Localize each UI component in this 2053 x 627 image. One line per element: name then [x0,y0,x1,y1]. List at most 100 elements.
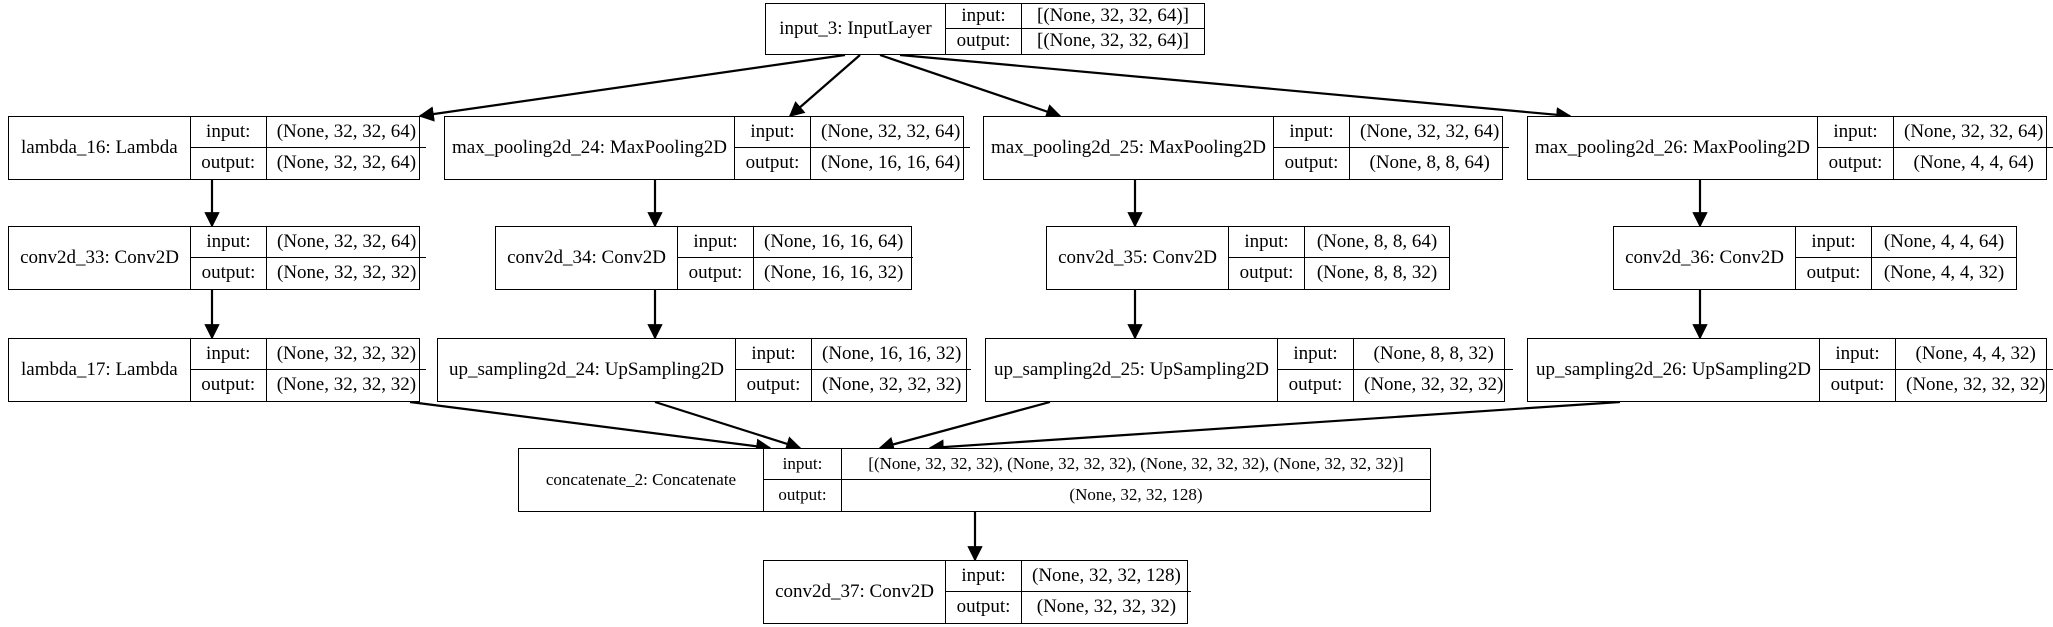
output-label: output: [191,370,267,401]
input-label: input: [191,339,267,369]
node-conv2d_37-input-shape: (None, 32, 32, 128) [1032,564,1181,586]
node-lambda_16[interactable]: lambda_16: Lambda input: (None, 32, 32, … [8,116,427,180]
node-lambda_16-title: lambda_16: Lambda [9,117,191,179]
node-up_sampling2d_24-title: up_sampling2d_24: UpSampling2D [438,339,736,401]
node-conv2d_34-io: input: (None, 16, 16, 64) output: (None,… [678,227,914,289]
input-label: input: [1274,117,1350,147]
node-concatenate_2[interactable]: concatenate_2: Concatenate input: [(None… [518,448,1431,512]
node-conv2d_37-output-shape: (None, 32, 32, 32) [1036,596,1177,618]
node-up_sampling2d_26-title: up_sampling2d_26: UpSampling2D [1528,339,1820,401]
node-up_sampling2d_24-output-shape: (None, 32, 32, 32) [822,374,962,396]
edge-input_3-max_pooling2d_24 [788,54,861,118]
node-conv2d_33-input-row: input: (None, 32, 32, 64) [191,227,427,258]
input-label: input: [1229,227,1305,257]
node-max_pooling2d_26[interactable]: max_pooling2d_26: MaxPooling2D input: (N… [1527,116,2053,180]
node-conv2d_33-title: conv2d_33: Conv2D [9,227,191,289]
node-up_sampling2d_25-output-shape: (None, 32, 32, 32) [1364,374,1504,396]
node-up_sampling2d_25-title: up_sampling2d_25: UpSampling2D [986,339,1278,401]
node-up_sampling2d_25-input-row: input: (None, 8, 8, 32) [1278,339,1514,370]
node-conv2d_36-title: conv2d_36: Conv2D [1614,227,1796,289]
node-lambda_17-title: lambda_17: Lambda [9,339,191,401]
node-max_pooling2d_26-output-row: output: (None, 4, 4, 64) [1818,148,2053,179]
node-input_3-output-row: output: [(None, 32, 32, 64)] [946,29,1204,54]
node-up_sampling2d_25-input-shape: (None, 8, 8, 32) [1373,342,1494,364]
edge-input_3-max_pooling2d_25 [879,53,1062,119]
output-label: output: [735,148,811,179]
node-lambda_17[interactable]: lambda_17: Lambda input: (None, 32, 32, … [8,338,427,402]
node-conv2d_35-title: conv2d_35: Conv2D [1047,227,1229,289]
node-conv2d_34-output-row: output: (None, 16, 16, 32) [678,258,913,289]
node-lambda_16-output-shape: (None, 32, 32, 64) [276,152,417,174]
node-up_sampling2d_26-input-shape: (None, 4, 4, 32) [1915,342,2036,364]
node-max_pooling2d_25-io: input: (None, 32, 32, 64) output: (None,… [1274,117,1510,179]
node-input_3-output-shape: [(None, 32, 32, 64)] [1037,30,1189,52]
node-max_pooling2d_26-input-row: input: (None, 32, 32, 64) [1818,117,2053,148]
output-label: output: [1274,148,1350,179]
node-conv2d_34-input-row: input: (None, 16, 16, 64) [678,227,914,258]
node-lambda_17-io: input: (None, 32, 32, 32) output: (None,… [190,339,427,401]
node-conv2d_37[interactable]: conv2d_37: Conv2D input: (None, 32, 32, … [763,560,1191,624]
edge-up_sampling2d_25-concatenate_2 [878,400,1051,452]
node-conv2d_35[interactable]: conv2d_35: Conv2D input: (None, 8, 8, 64… [1046,226,1450,290]
node-up_sampling2d_24-io: input: (None, 16, 16, 32) output: (None,… [736,339,972,401]
output-label: output: [1796,258,1872,289]
node-up_sampling2d_25-output-row: output: (None, 32, 32, 32) [1278,370,1513,401]
node-max_pooling2d_25-input-shape: (None, 32, 32, 64) [1360,120,1500,142]
output-label: output: [946,29,1022,54]
node-up_sampling2d_26[interactable]: up_sampling2d_26: UpSampling2D input: (N… [1527,338,2053,402]
edge-input_3-lambda_16 [418,53,846,122]
node-conv2d_36-output-shape: (None, 4, 4, 32) [1883,262,2005,284]
node-lambda_17-input-row: input: (None, 32, 32, 32) [190,339,427,370]
node-max_pooling2d_25-output-row: output: (None, 8, 8, 64) [1274,148,1509,179]
edge-up_sampling2d_24-concatenate_2 [654,400,802,452]
node-conv2d_33-input-shape: (None, 32, 32, 64) [277,230,417,252]
input-label: input: [946,561,1022,591]
node-max_pooling2d_26-output-shape: (None, 4, 4, 64) [1913,152,2034,174]
output-label: output: [1229,258,1305,289]
node-up_sampling2d_25[interactable]: up_sampling2d_25: UpSampling2D input: (N… [985,338,1514,402]
node-up_sampling2d_24-input-shape: (None, 16, 16, 32) [822,342,962,364]
input-label: input: [1796,227,1872,257]
node-conv2d_35-io: input: (None, 8, 8, 64) output: (None, 8… [1229,227,1449,289]
node-conv2d_37-io: input: (None, 32, 32, 128) output: (None… [946,561,1191,623]
node-concatenate_2-input-row: input: [(None, 32, 32, 32), (None, 32, 3… [764,449,1430,480]
node-conv2d_36-input-row: input: (None, 4, 4, 64) [1796,227,2016,258]
node-lambda_17-output-shape: (None, 32, 32, 32) [276,374,417,396]
node-lambda_16-output-row: output: (None, 32, 32, 64) [191,148,426,179]
node-input_3[interactable]: input_3: InputLayer input: [(None, 32, 3… [765,3,1205,55]
node-max_pooling2d_24-input-row: input: (None, 32, 32, 64) [735,117,971,148]
node-max_pooling2d_24-output-shape: (None, 16, 16, 64) [821,152,961,174]
output-label: output: [946,592,1022,623]
node-lambda_16-input-shape: (None, 32, 32, 64) [276,120,417,142]
node-conv2d_34[interactable]: conv2d_34: Conv2D input: (None, 16, 16, … [495,226,914,290]
node-max_pooling2d_26-io: input: (None, 32, 32, 64) output: (None,… [1818,117,2053,179]
edge-up_sampling2d_26-concatenate_2 [928,400,1621,455]
input-label: input: [1818,117,1894,147]
output-label: output: [191,258,267,289]
node-max_pooling2d_24[interactable]: max_pooling2d_24: MaxPooling2D input: (N… [444,116,971,180]
node-conv2d_33-output-shape: (None, 32, 32, 32) [277,262,417,284]
input-label: input: [946,4,1022,28]
node-max_pooling2d_25[interactable]: max_pooling2d_25: MaxPooling2D input: (N… [983,116,1510,180]
node-up_sampling2d_26-output-row: output: (None, 32, 32, 32) [1820,370,2053,401]
node-conv2d_33[interactable]: conv2d_33: Conv2D input: (None, 32, 32, … [8,226,427,290]
node-conv2d_35-input-shape: (None, 8, 8, 64) [1316,230,1438,252]
node-up_sampling2d_24-output-row: output: (None, 32, 32, 32) [736,370,971,401]
node-concatenate_2-output-shape: (None, 32, 32, 128) [1069,485,1203,505]
node-up_sampling2d_24[interactable]: up_sampling2d_24: UpSampling2D input: (N… [437,338,972,402]
node-conv2d_36[interactable]: conv2d_36: Conv2D input: (None, 4, 4, 64… [1613,226,2017,290]
node-conv2d_34-output-shape: (None, 16, 16, 32) [764,262,904,284]
node-lambda_16-input-row: input: (None, 32, 32, 64) [190,117,427,148]
input-label: input: [1820,339,1896,369]
node-up_sampling2d_24-input-row: input: (None, 16, 16, 32) [736,339,972,370]
node-conv2d_33-output-row: output: (None, 32, 32, 32) [191,258,426,289]
node-conv2d_36-output-row: output: (None, 4, 4, 32) [1796,258,2016,289]
edge-lambda_17-concatenate_2 [409,400,772,454]
node-conv2d_34-title: conv2d_34: Conv2D [496,227,678,289]
node-conv2d_33-io: input: (None, 32, 32, 64) output: (None,… [191,227,427,289]
input-label: input: [736,339,812,369]
output-label: output: [736,370,812,401]
node-up_sampling2d_26-io: input: (None, 4, 4, 32) output: (None, 3… [1820,339,2053,401]
node-conv2d_35-input-row: input: (None, 8, 8, 64) [1229,227,1449,258]
